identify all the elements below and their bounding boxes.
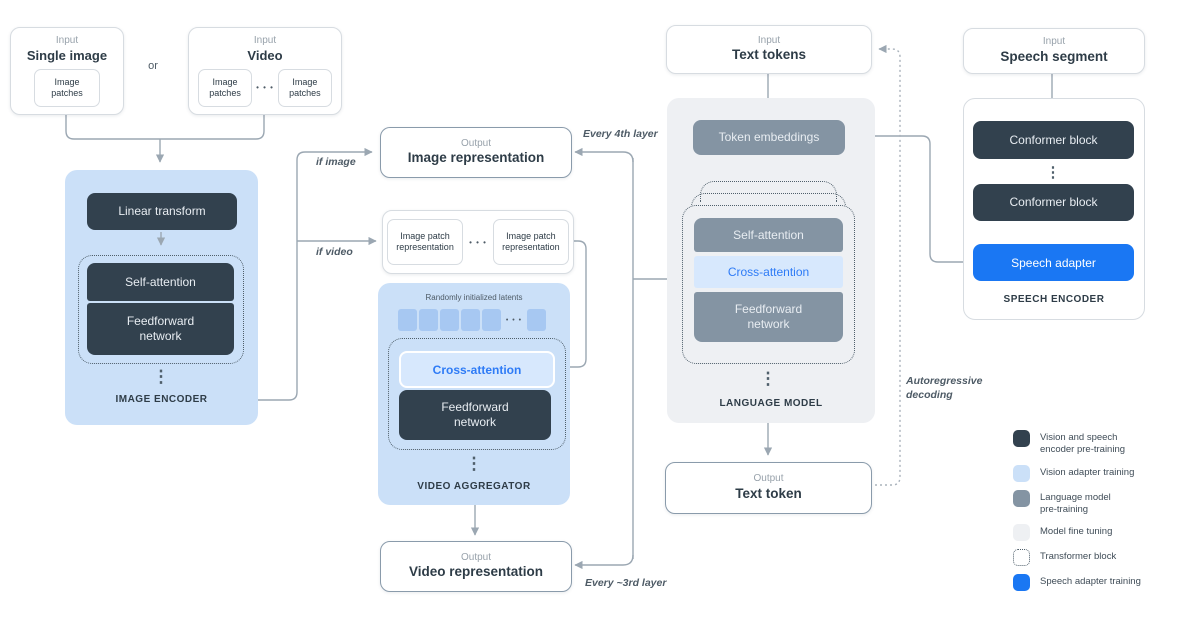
legend-swatch-lightgray bbox=[1013, 524, 1030, 542]
lm-vertical-ellipsis-icon: ⋮ bbox=[759, 369, 777, 388]
output-image-representation-card: Output Image representation bbox=[380, 127, 572, 178]
image-encoder-caption: IMAGE ENCODER bbox=[115, 394, 208, 405]
language-model-caption: LANGUAGE MODEL bbox=[719, 398, 823, 409]
text-token-kicker: Output bbox=[753, 473, 784, 485]
video-aggregator-caption: VIDEO AGGREGATOR bbox=[417, 481, 531, 492]
single-image-patches-box: Image patches bbox=[34, 68, 100, 107]
legend-label: Speech adapter training bbox=[1040, 576, 1141, 588]
video-kicker: Input bbox=[253, 35, 277, 47]
output-text-token-card: Output Text token bbox=[665, 462, 872, 514]
patch-representations-card: Image patch representation • • • Image p… bbox=[382, 210, 574, 274]
legend-item: Vision adapter training bbox=[1013, 464, 1183, 482]
image-rep-title: Image representation bbox=[407, 150, 545, 166]
speech-kicker: Input bbox=[1042, 36, 1066, 48]
if-image-label: if image bbox=[316, 156, 356, 168]
input-video-card: Input Video Image patches • • • Image pa… bbox=[188, 27, 342, 115]
legend-swatch-lightblue bbox=[1013, 464, 1030, 482]
or-label: or bbox=[148, 60, 158, 72]
latent-square bbox=[482, 309, 501, 331]
legend-swatch-dashed bbox=[1013, 549, 1030, 567]
latent-square bbox=[398, 309, 417, 331]
conformer-block-1: Conformer block bbox=[973, 121, 1134, 159]
legend-item: Language model pre-training bbox=[1013, 489, 1183, 517]
video-rep-title: Video representation bbox=[408, 564, 544, 580]
video-patches-box-1: Image patches bbox=[198, 68, 253, 107]
patch-representation-box-1: Image patch representation bbox=[387, 219, 464, 265]
speech-encoder-caption: SPEECH ENCODER bbox=[1003, 294, 1105, 305]
encoder-transformer-block: Self-attention Feedforward network bbox=[78, 255, 244, 364]
encoder-self-attention-box: Self-attention bbox=[87, 263, 234, 301]
conformer-block-2: Conformer block bbox=[973, 184, 1134, 221]
speech-adapter-box: Speech adapter bbox=[973, 244, 1134, 281]
lm-transformer-stack-peek-1 bbox=[691, 193, 846, 212]
input-speech-segment-card: Input Speech segment bbox=[963, 28, 1145, 74]
video-aggregator-panel: Randomly initialized latents • • • Cross… bbox=[378, 283, 570, 505]
input-single-image-card: Input Single image Image patches bbox=[10, 27, 124, 115]
encoder-feedforward-box: Feedforward network bbox=[87, 303, 234, 355]
linear-transform-box: Linear transform bbox=[87, 193, 237, 230]
latent-square bbox=[440, 309, 459, 331]
single-image-title: Single image bbox=[26, 47, 108, 63]
encoder-vertical-ellipsis-icon: ⋮ bbox=[152, 367, 170, 386]
bus-arrow-image-rep bbox=[574, 147, 634, 163]
text-tokens-title: Text tokens bbox=[731, 47, 807, 63]
legend: Vision and speech encoder pre-training V… bbox=[1013, 430, 1183, 592]
legend-label: Vision and speech encoder pre-training bbox=[1040, 432, 1126, 456]
image-encoder-panel: Linear transform Self-attention Feedforw… bbox=[65, 170, 258, 425]
legend-swatch-blue bbox=[1013, 574, 1030, 592]
image-rep-kicker: Output bbox=[460, 137, 492, 149]
line-video-merge bbox=[160, 113, 265, 140]
legend-label: Language model pre-training bbox=[1040, 491, 1111, 516]
patch-representation-ellipsis-icon: • • • bbox=[469, 237, 487, 247]
speech-vertical-ellipsis-icon: ⋮ bbox=[1045, 164, 1061, 181]
aggregator-vertical-ellipsis-icon: ⋮ bbox=[465, 454, 483, 473]
text-token-title: Text token bbox=[735, 485, 802, 501]
line-single-image-merge bbox=[65, 113, 160, 140]
lm-transformer-stack-peek-2 bbox=[700, 181, 837, 202]
legend-label: Transformer block bbox=[1040, 551, 1117, 563]
legend-item: Transformer block bbox=[1013, 549, 1183, 567]
aggregator-cross-attention-box: Cross-attention bbox=[399, 351, 555, 388]
language-model-panel: Token embeddings Self-attention Cross-at… bbox=[667, 98, 875, 423]
lm-feedforward-box: Feedforward network bbox=[694, 292, 843, 342]
legend-swatch-dark bbox=[1013, 430, 1030, 447]
encoder-inner-arrow-icon bbox=[156, 232, 166, 246]
legend-label: Model fine tuning bbox=[1040, 526, 1113, 538]
output-video-representation-card: Output Video representation bbox=[380, 541, 572, 592]
aggregator-transformer-block: Cross-attention Feedforward network bbox=[388, 338, 566, 450]
latent-squares-row: • • • bbox=[398, 309, 546, 331]
legend-item: Model fine tuning bbox=[1013, 524, 1183, 542]
text-tokens-kicker: Input bbox=[757, 34, 781, 46]
video-patches-box-2: Image patches bbox=[277, 68, 332, 107]
video-patches-ellipsis-icon: • • • bbox=[256, 83, 274, 93]
lm-transformer-block: Self-attention Cross-attention Feedforwa… bbox=[682, 205, 855, 364]
line-encoder-if-image bbox=[258, 147, 373, 401]
single-image-kicker: Input bbox=[55, 35, 79, 47]
if-video-label: if video bbox=[316, 246, 353, 258]
legend-label: Vision adapter training bbox=[1040, 466, 1135, 478]
lm-cross-attention-box: Cross-attention bbox=[694, 256, 843, 288]
video-title: Video bbox=[247, 47, 283, 63]
lm-self-attention-box: Self-attention bbox=[694, 218, 843, 252]
input-text-tokens-card: Input Text tokens bbox=[666, 25, 872, 74]
latent-square bbox=[461, 309, 480, 331]
every-4th-layer-label: Every 4th layer bbox=[583, 128, 658, 140]
latent-ellipsis-icon: • • • bbox=[505, 316, 523, 324]
aggregator-feedforward-box: Feedforward network bbox=[399, 390, 551, 440]
autoregressive-decoding-label: Autoregressive decoding bbox=[906, 375, 983, 401]
latent-square bbox=[419, 309, 438, 331]
patch-representation-box-2: Image patch representation bbox=[492, 219, 569, 265]
legend-item: Vision and speech encoder pre-training bbox=[1013, 430, 1183, 457]
video-rep-kicker: Output bbox=[460, 551, 492, 563]
legend-item: Speech adapter training bbox=[1013, 574, 1183, 592]
token-embeddings-box: Token embeddings bbox=[693, 120, 845, 155]
bus-arrow-video-rep bbox=[574, 554, 634, 570]
legend-swatch-gray bbox=[1013, 489, 1030, 507]
latents-label: Randomly initialized latents bbox=[425, 293, 523, 302]
every-3rd-layer-label: Every ~3rd layer bbox=[585, 577, 667, 589]
latent-square bbox=[527, 309, 546, 331]
speech-encoder-panel: Conformer block ⋮ Conformer block Speech… bbox=[963, 98, 1145, 320]
speech-title: Speech segment bbox=[1000, 48, 1108, 64]
